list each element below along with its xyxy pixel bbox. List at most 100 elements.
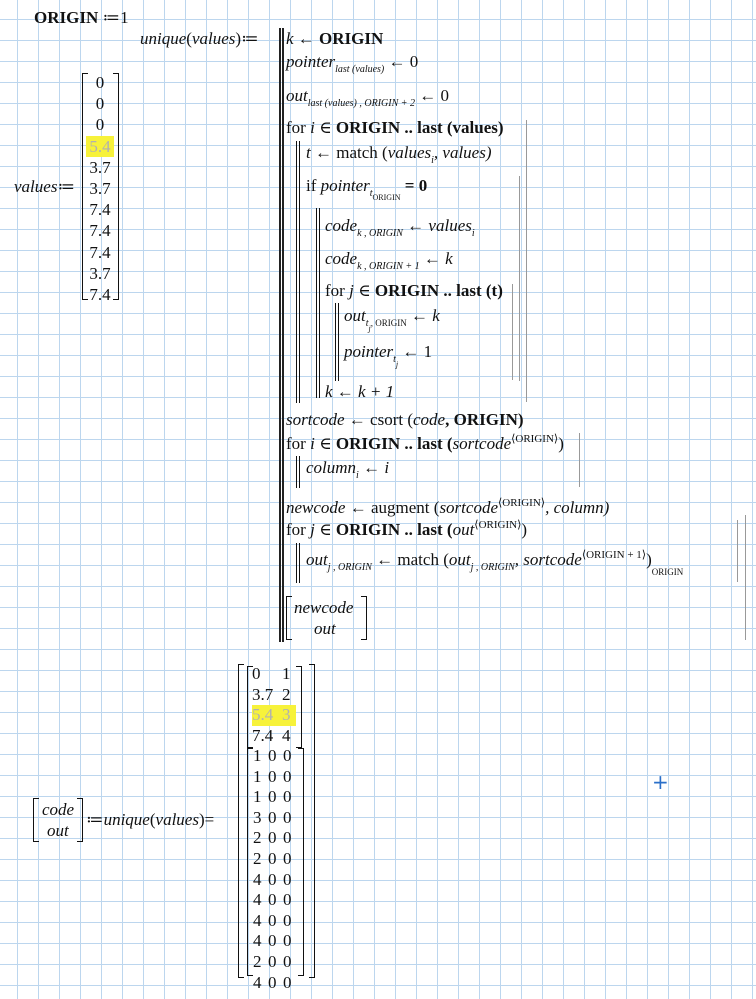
matrix-cell: 0 (283, 848, 292, 868)
prog-if-line[interactable]: if pointertORIGIN = 0 (306, 176, 428, 202)
return-out: out (314, 619, 336, 638)
matrix-cell: 3 (282, 705, 291, 725)
return-bracket-right (361, 596, 367, 640)
matrix-cell: 0 (268, 951, 277, 971)
matrix-cell: 0 (268, 807, 277, 827)
for4-bar-right (737, 520, 738, 582)
matrix-cell: 4 (253, 972, 262, 992)
matrix-cell: 2 (282, 684, 291, 704)
prog-line-1[interactable]: k ← ORIGIN (286, 29, 384, 48)
matrix-cell: 4 (253, 890, 262, 910)
matrix-cell: 0 (268, 766, 277, 786)
prog-code-1[interactable]: codek , ORIGIN ← valuesi (325, 216, 475, 239)
result-outer-left (238, 664, 244, 978)
assign-operator: ≔ (241, 29, 259, 48)
values-entry: 3.7 (89, 263, 111, 283)
lhs-bracket-right (77, 798, 83, 842)
return-newcode: newcode (294, 598, 354, 617)
call-arg: values (155, 810, 199, 829)
return-bracket-left (286, 596, 292, 640)
prog-column-assign[interactable]: columni ← i (306, 458, 390, 481)
matrix-cell: 0 (283, 931, 292, 951)
for4-bar-a (296, 543, 297, 583)
prog-line-3[interactable]: outlast (values) , ORIGIN + 2 ← 0 (286, 86, 450, 109)
matrix-cell: 0 (283, 787, 292, 807)
prog-code-2[interactable]: codek , ORIGIN + 1 ← k (325, 249, 453, 272)
program-bar-outer-2 (282, 28, 284, 642)
prog-for-3[interactable]: for i ∈ ORIGIN .. last (sortcode⟨ORIGIN⟩… (286, 433, 564, 453)
values-entry: 0 (95, 73, 105, 92)
matrix-cell: 0 (268, 787, 277, 807)
matrix-cell: 0 (283, 890, 292, 910)
matrix-cell: 0 (283, 766, 292, 786)
function-arg: values (191, 29, 236, 48)
matrix-cell: 4 (253, 931, 262, 951)
matrix-cell: 0 (283, 951, 292, 971)
for1-bar-b (299, 141, 300, 403)
prog-k-increment[interactable]: k ← k + 1 (325, 382, 395, 401)
matrix-cell: 0 (283, 910, 292, 930)
result-call[interactable]: ≔unique(values)= (86, 810, 215, 829)
matrix-cell: 0 (283, 869, 292, 889)
out-matrix-right (298, 748, 304, 976)
out-matrix-left (247, 748, 253, 976)
if-bar-right (519, 176, 520, 381)
matrix-cell: 0 (268, 828, 277, 848)
code-matrix-right (296, 666, 302, 748)
for3-bar-right (579, 433, 580, 487)
values-entry: 3.7 (89, 157, 111, 177)
matrix-cell: 1 (253, 746, 262, 765)
matrix-cell: 2 (253, 951, 262, 971)
values-entry: 7.4 (89, 200, 111, 220)
origin-definition[interactable]: ORIGIN ≔1 (34, 8, 129, 28)
lhs-code: code (42, 800, 75, 819)
prog-sort-line[interactable]: sortcode ← csort (code, ORIGIN) (286, 410, 524, 429)
values-entry: 7.4 (89, 221, 111, 241)
prog-newcode-line[interactable]: newcode ← augment (sortcode⟨ORIGIN⟩, col… (286, 497, 610, 517)
matrix-cell: 4 (253, 910, 262, 930)
for3-bar-a (296, 456, 297, 488)
values-bracket-left (82, 73, 88, 300)
values-entry: 5.4 (86, 135, 114, 157)
matrix-cell: 0 (268, 848, 277, 868)
matrix-cell: 0 (283, 828, 292, 848)
values-label[interactable]: values≔ (14, 177, 75, 197)
program-bar-outer (279, 28, 281, 642)
prog-out-match[interactable]: outj , ORIGIN ← match (outj , ORIGIN, so… (306, 549, 684, 577)
prog-out-assign[interactable]: outtj, ORIGIN ← k (344, 306, 440, 333)
function-header[interactable]: unique(values)≔ (140, 29, 259, 48)
prog-t-line[interactable]: t ← match (valuesi, values) (306, 143, 492, 166)
matrix-cell: 1 (282, 664, 291, 683)
if-bar-b (319, 208, 320, 398)
assign-operator: ≔ (86, 810, 104, 829)
for2-bar-b (338, 303, 339, 381)
prog-ptr-assign[interactable]: pointertj ← 1 (344, 342, 433, 369)
prog-for-4[interactable]: for j ∈ ORIGIN .. last (out⟨ORIGIN⟩) (286, 519, 528, 539)
for3-bar-b (299, 456, 300, 488)
equals-operator: = (204, 810, 215, 829)
prog-line-2[interactable]: pointerlast (values) ← 0 (286, 52, 419, 75)
lhs-out: out (47, 821, 69, 840)
matrix-cell: 2 (253, 848, 262, 868)
code-matrix-left (247, 666, 253, 748)
prog-for-1[interactable]: for i ∈ ORIGIN .. last (values) (286, 118, 504, 137)
prog-for-2[interactable]: for j ∈ ORIGIN .. last (t) (325, 281, 503, 300)
assign-operator: ≔ (57, 177, 76, 196)
matrix-cell: 0 (283, 746, 292, 765)
matrix-cell: 0 (268, 869, 277, 889)
values-entry: 3.7 (89, 178, 111, 198)
